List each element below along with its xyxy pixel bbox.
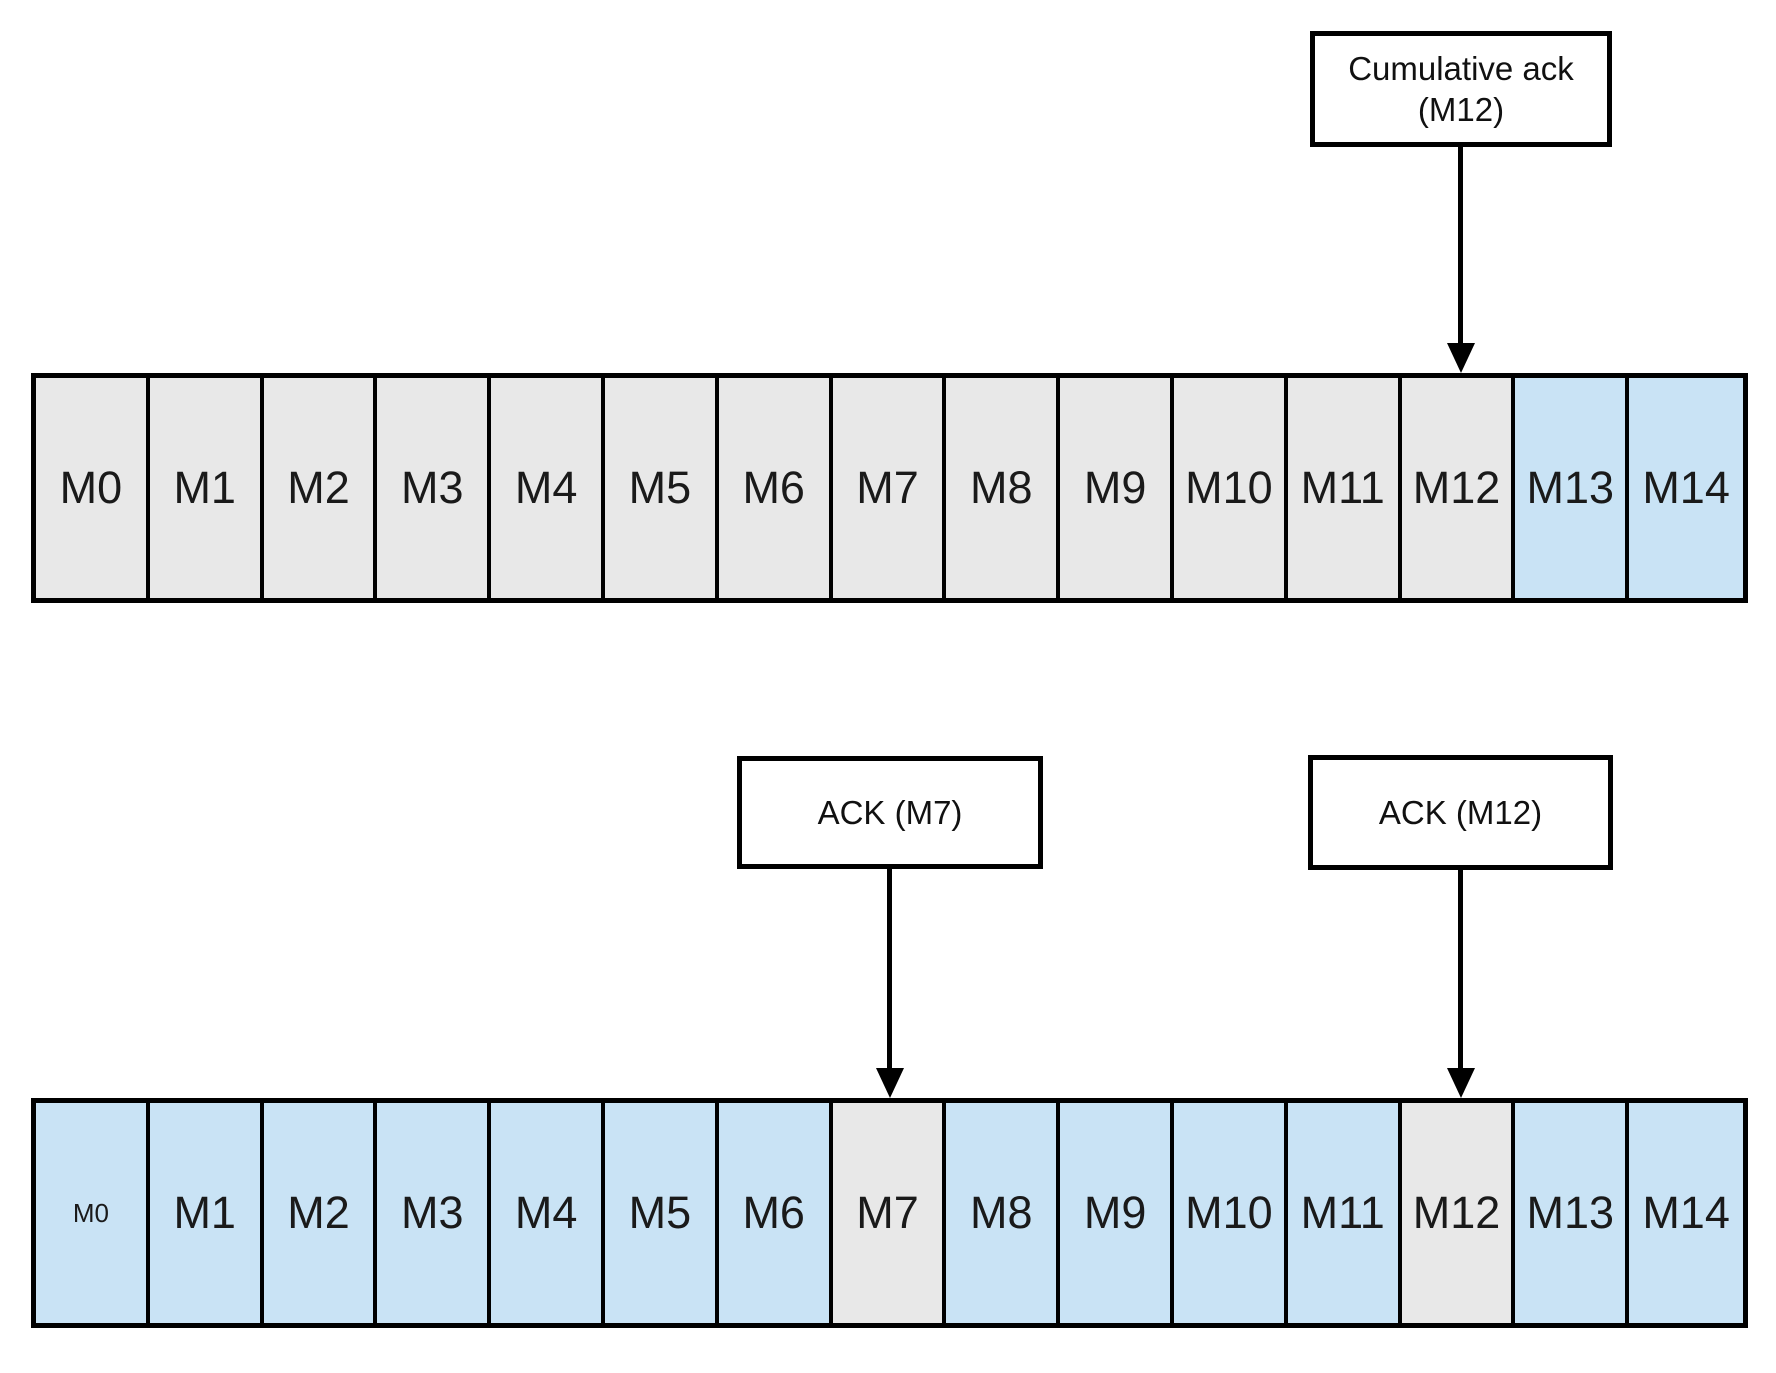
cumulative-ack-arrow-line [1458,145,1463,345]
ack-m7-arrow-head [876,1068,904,1098]
top-row-cell-m11: M11 [1287,378,1402,598]
top-row-cell-m5: M5 [605,378,719,598]
cell-label: M5 [628,1187,692,1238]
top-row-cell-m6: M6 [718,378,833,598]
cumulative-ack-label-box: Cumulative ack (M12) [1310,31,1612,147]
cell-label: M5 [628,462,692,513]
ack-m12-arrow-line [1458,868,1463,1070]
top-row-cell-m8: M8 [946,378,1061,598]
cell-label: M12 [1412,462,1501,513]
bottom-row-cell-m13: M13 [1515,1103,1630,1323]
cell-label: M13 [1526,1187,1615,1238]
bottom-row-cell-m1: M1 [149,1103,264,1323]
ack-m12-label: ACK (M12) [1378,794,1543,831]
bottom-row-cell-m4: M4 [491,1103,605,1323]
top-row-cell-m4: M4 [491,378,605,598]
cell-label: M1 [173,1187,236,1238]
cell-label: M4 [514,462,578,513]
top-row-cell-m10: M10 [1174,378,1288,598]
bottom-row-cell-m11: M11 [1287,1103,1402,1323]
cell-label: M2 [287,1187,350,1238]
cell-label: M0 [59,462,123,513]
cumulative-ack-label-line2: (M12) [1417,91,1505,128]
selective-ack-row: M0 M1 M2 M3 M4 M5 M6 M7 M8 M9 M10 M11 M1… [31,1098,1748,1328]
cell-label: M12 [1412,1187,1501,1238]
cell-label: M10 [1185,462,1273,513]
cell-label: M7 [856,462,919,513]
bottom-row-cell-m14: M14 [1629,1103,1743,1323]
cumulative-ack-arrow-head [1447,343,1475,373]
cell-label: M1 [173,462,236,513]
top-row-cell-m0: M0 [36,378,150,598]
cumulative-ack-row: M0 M1 M2 M3 M4 M5 M6 M7 M8 M9 M10 M11 M1… [31,373,1748,603]
bottom-row-cell-m7: M7 [832,1103,947,1323]
cell-label: M8 [970,462,1033,513]
top-row-cell-m14: M14 [1629,378,1743,598]
cumulative-ack-label-line1: Cumulative ack [1348,50,1574,87]
bottom-row-cell-m6: M6 [718,1103,833,1323]
cell-label: M0 [72,1197,109,1228]
bottom-row-cell-m0: M0 [36,1103,150,1323]
ack-m7-arrow-line [887,867,892,1070]
bottom-row-cell-m3: M3 [377,1103,492,1323]
bottom-row-cell-m5: M5 [605,1103,719,1323]
cell-label: M10 [1185,1187,1273,1238]
cell-label: M7 [856,1187,919,1238]
top-row-cell-m9: M9 [1060,378,1174,598]
ack-m12-arrow-head [1447,1068,1475,1098]
cell-label: M3 [401,1187,464,1238]
bottom-row-cell-m2: M2 [263,1103,378,1323]
top-row-cell-m13: M13 [1515,378,1630,598]
top-row-cell-m3: M3 [377,378,492,598]
cell-label: M11 [1300,462,1385,513]
ack-m7-label-box: ACK (M7) [737,756,1043,869]
ack-m12-label-box: ACK (M12) [1308,755,1613,870]
cell-label: M4 [514,1187,578,1238]
cell-label: M9 [1083,462,1147,513]
cell-label: M14 [1642,1187,1730,1238]
cell-label: M14 [1642,462,1730,513]
cell-label: M6 [742,1187,805,1238]
cell-label: M3 [401,462,464,513]
top-row-cell-m2: M2 [263,378,378,598]
cell-label: M13 [1526,462,1615,513]
top-row-cell-m1: M1 [149,378,264,598]
cell-label: M11 [1300,1187,1385,1238]
cell-label: M8 [970,1187,1033,1238]
top-row-cell-m12: M12 [1401,378,1516,598]
cell-label: M2 [287,462,350,513]
top-row-cell-m7: M7 [832,378,947,598]
bottom-row-cell-m10: M10 [1174,1103,1288,1323]
cell-label: M9 [1083,1187,1147,1238]
bottom-row-cell-m8: M8 [946,1103,1061,1323]
bottom-row-cell-m12: M12 [1401,1103,1516,1323]
bottom-row-cell-m9: M9 [1060,1103,1174,1323]
cell-label: M6 [742,462,805,513]
ack-m7-label: ACK (M7) [817,794,963,831]
